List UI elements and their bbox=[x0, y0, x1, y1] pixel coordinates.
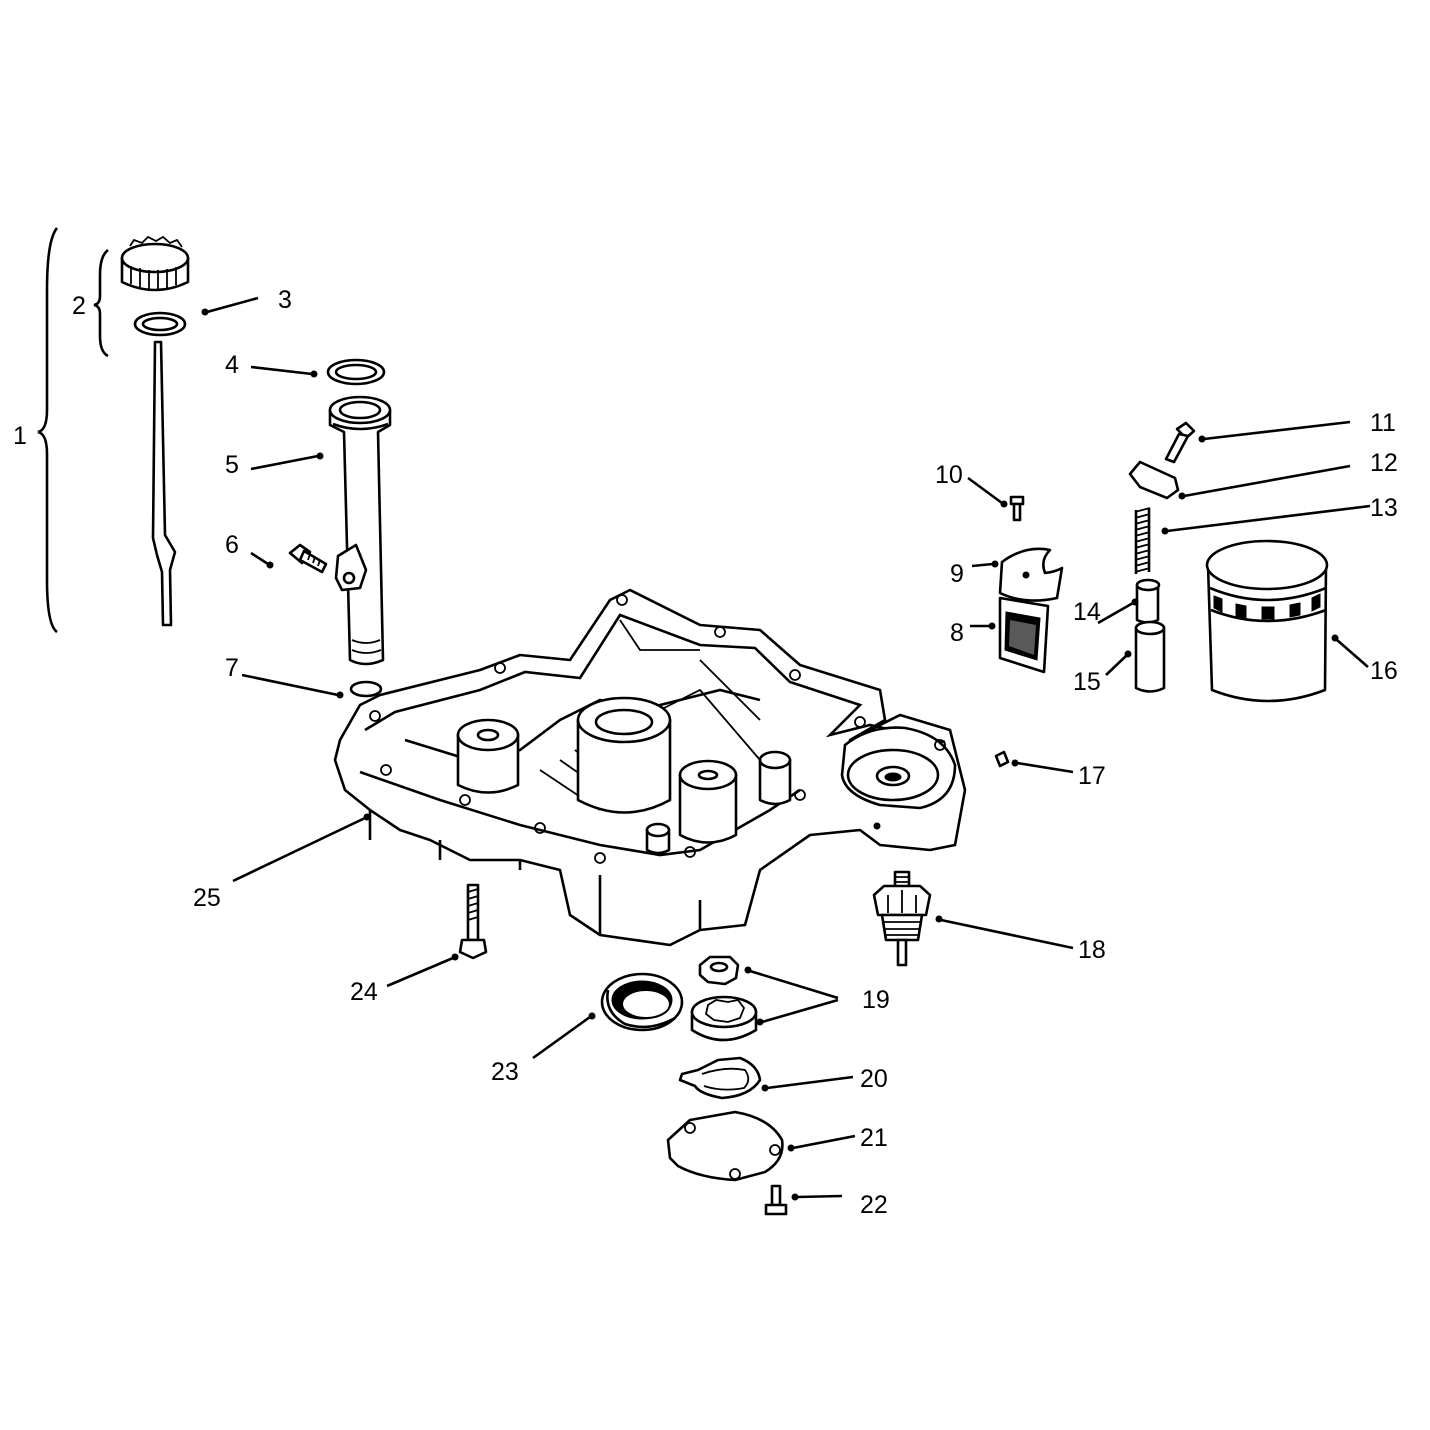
inner-rotor bbox=[698, 955, 740, 986]
outer-rotor bbox=[690, 995, 758, 1042]
callout-19: 19 bbox=[862, 986, 890, 1014]
callout-24: 24 bbox=[350, 978, 378, 1006]
callout-18: 18 bbox=[1078, 936, 1106, 964]
callout-6: 6 bbox=[225, 531, 239, 559]
callout-5: 5 bbox=[225, 451, 239, 479]
callout-20: 20 bbox=[860, 1065, 888, 1093]
callout-14: 14 bbox=[1073, 598, 1101, 626]
callout-16: 16 bbox=[1370, 657, 1398, 685]
valve-bracket bbox=[1128, 460, 1180, 500]
callout-9: 9 bbox=[950, 560, 964, 588]
bracket-bolt bbox=[1164, 421, 1196, 464]
brace-1 bbox=[37, 227, 59, 634]
relief-sleeve bbox=[1134, 620, 1166, 693]
filter-screw bbox=[1009, 495, 1025, 522]
callout-4: 4 bbox=[225, 351, 239, 379]
callout-3: 3 bbox=[278, 286, 292, 314]
oil-seal bbox=[600, 972, 684, 1032]
oil-pan bbox=[333, 588, 967, 947]
callout-1: 1 bbox=[13, 422, 27, 450]
oil-screen bbox=[998, 596, 1050, 674]
dipstick-blade bbox=[151, 340, 177, 627]
callout-labels: 1 2 3 4 5 6 7 8 9 10 11 12 13 14 15 16 1… bbox=[13, 286, 1398, 1219]
screen-cover-plate bbox=[998, 547, 1064, 602]
brace-2 bbox=[93, 248, 109, 358]
leader-lines bbox=[201, 296, 1371, 1201]
callout-10: 10 bbox=[935, 461, 963, 489]
pan-bolt bbox=[458, 883, 488, 960]
callout-25: 25 bbox=[193, 884, 221, 912]
oil-pressure-switch bbox=[872, 870, 932, 967]
callout-17: 17 bbox=[1078, 762, 1106, 790]
callout-21: 21 bbox=[860, 1124, 888, 1152]
relief-spring bbox=[1134, 507, 1151, 574]
callout-2: 2 bbox=[72, 292, 86, 320]
oil-filter bbox=[1205, 539, 1329, 703]
pipe-plug bbox=[994, 750, 1010, 768]
callout-8: 8 bbox=[950, 619, 964, 647]
tube-seal-ring bbox=[349, 680, 383, 698]
callout-12: 12 bbox=[1370, 449, 1398, 477]
relief-piston bbox=[1135, 578, 1161, 624]
dipstick-cap bbox=[120, 235, 190, 292]
tube-bolt bbox=[288, 543, 328, 574]
pump-cover bbox=[666, 1110, 784, 1182]
callout-15: 15 bbox=[1073, 668, 1101, 696]
callout-23: 23 bbox=[491, 1058, 519, 1086]
callout-13: 13 bbox=[1370, 494, 1398, 522]
cover-screw bbox=[764, 1184, 788, 1216]
callout-7: 7 bbox=[225, 654, 239, 682]
callout-11: 11 bbox=[1370, 409, 1396, 437]
callout-22: 22 bbox=[860, 1191, 888, 1219]
dipstick-tube bbox=[328, 395, 392, 666]
